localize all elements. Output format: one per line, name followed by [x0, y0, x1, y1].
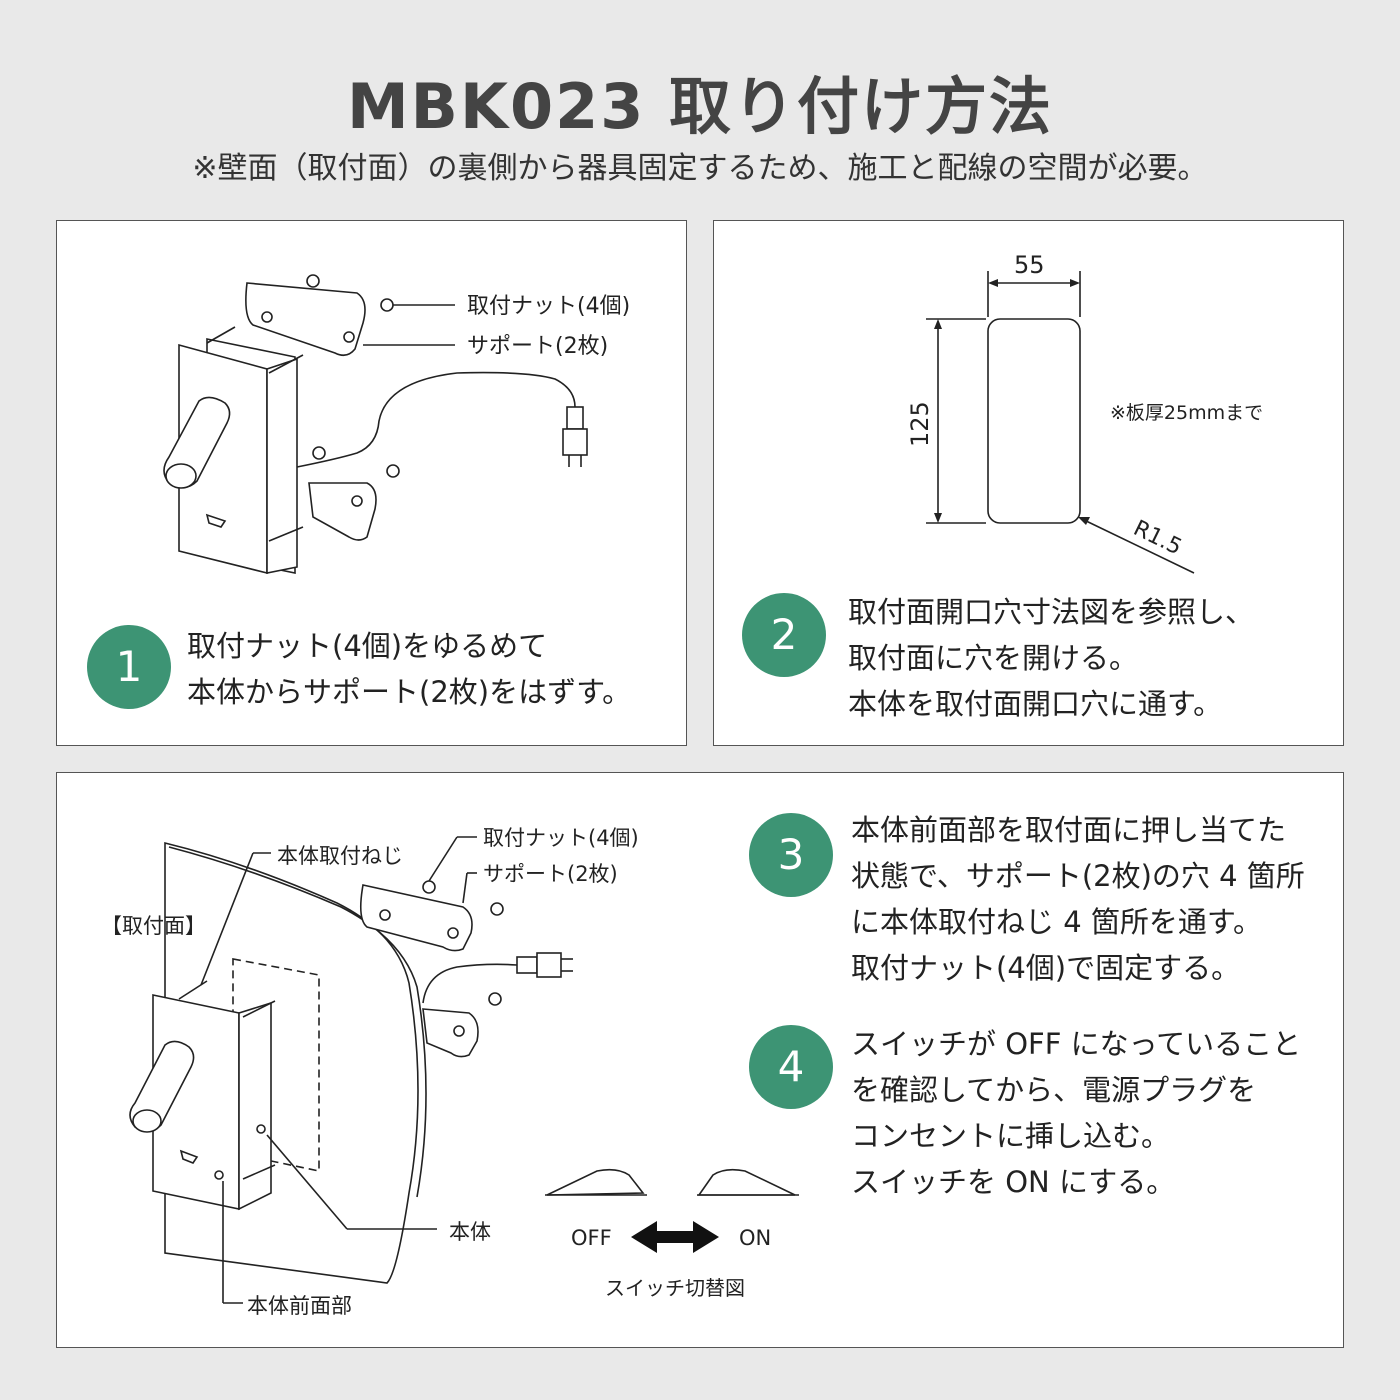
nut-label: 取付ナット(4個) — [483, 826, 639, 850]
body-label: 本体 — [449, 1220, 491, 1244]
thickness-note: ※板厚25mmまで — [1110, 402, 1263, 424]
step2-badge: 2 — [742, 593, 826, 677]
front-label: 本体前面部 — [247, 1294, 352, 1318]
step3-line: に本体取付ねじ 4 箇所を通す。 — [851, 905, 1262, 939]
switch-on-shape — [697, 1168, 796, 1196]
on-label: ON — [739, 1226, 771, 1250]
step1-badge: 1 — [87, 625, 171, 709]
step2-panel: 55 125 R1.5 ※板厚25mmまで 2 取付面開口穴寸法図を参照し、 取… — [713, 220, 1344, 746]
step1-panel: 取付ナット(4個) サポート(2枚) 1 取付ナット(4個)をゆるめて 本体から… — [56, 220, 687, 746]
step34-panel: 本体取付ねじ 取付ナット(4個) サポート(2枚) 【取付面】 本体 本体前面部… — [56, 772, 1344, 1348]
step4-line: スイッチを ON にする。 — [851, 1165, 1176, 1199]
step1-support-label: サポート(2枚) — [467, 334, 608, 359]
step1-line: 本体からサポート(2枚)をはずす。 — [187, 675, 632, 709]
off-label: OFF — [571, 1226, 612, 1250]
step3-line: 本体前面部を取付面に押し当てた — [851, 813, 1287, 847]
step4-line: を確認してから、電源プラグを — [851, 1073, 1257, 1107]
step3-text: 本体前面部を取付面に押し当てた 状態で、サポート(2枚)の穴 4 箇所 に本体取… — [851, 807, 1305, 991]
step3-badge: 3 — [749, 813, 833, 897]
page-note: ※壁面（取付面）の裏側から器具固定するため、施工と配線の空間が必要。 — [192, 151, 1208, 186]
step1-line: 取付ナット(4個)をゆるめて — [187, 629, 548, 663]
step4-line: スイッチが OFF になっていること — [851, 1027, 1302, 1061]
dim-radius: R1.5 — [1129, 516, 1185, 561]
installation-illustration: 本体取付ねじ 取付ナット(4個) サポート(2枚) 【取付面】 本体 本体前面部… — [101, 826, 799, 1318]
dim-height: 125 — [906, 401, 934, 447]
step2-line: 取付面開口穴寸法図を参照し、 — [848, 595, 1255, 629]
screw-label: 本体取付ねじ — [277, 844, 403, 868]
toggle-arrow-icon — [631, 1221, 719, 1253]
surface-label: 【取付面】 — [101, 914, 206, 938]
dim-width: 55 — [1014, 251, 1045, 279]
step4-text: スイッチが OFF になっていること を確認してから、電源プラグを コンセントに… — [851, 1021, 1301, 1205]
cutout-dimension-drawing: 55 125 R1.5 ※板厚25mmまで — [906, 251, 1263, 574]
step1-text: 取付ナット(4個)をゆるめて 本体からサポート(2枚)をはずす。 — [187, 623, 631, 715]
step2-text: 取付面開口穴寸法図を参照し、 取付面に穴を開ける。 本体を取付面開口穴に通す。 — [848, 589, 1254, 727]
step4-line: コンセントに挿し込む。 — [851, 1119, 1171, 1153]
switch-off-shape — [546, 1168, 645, 1196]
switch-caption: スイッチ切替図 — [605, 1276, 745, 1300]
step3-line: 取付ナット(4個)で固定する。 — [851, 951, 1241, 985]
cutout-rect — [987, 318, 1081, 524]
step4-badge: 4 — [749, 1025, 833, 1109]
page-title: MBK023 取り付け方法 — [346, 70, 1053, 143]
step1-nut-label: 取付ナット(4個) — [467, 294, 630, 319]
step2-line: 本体を取付面開口穴に通す。 — [848, 687, 1223, 721]
step1-illustration: 取付ナット(4個) サポート(2枚) — [163, 274, 630, 575]
step2-line: 取付面に穴を開ける。 — [848, 641, 1139, 675]
support-label: サポート(2枚) — [483, 862, 618, 886]
step3-line: 状態で、サポート(2枚)の穴 4 箇所 — [851, 859, 1305, 893]
